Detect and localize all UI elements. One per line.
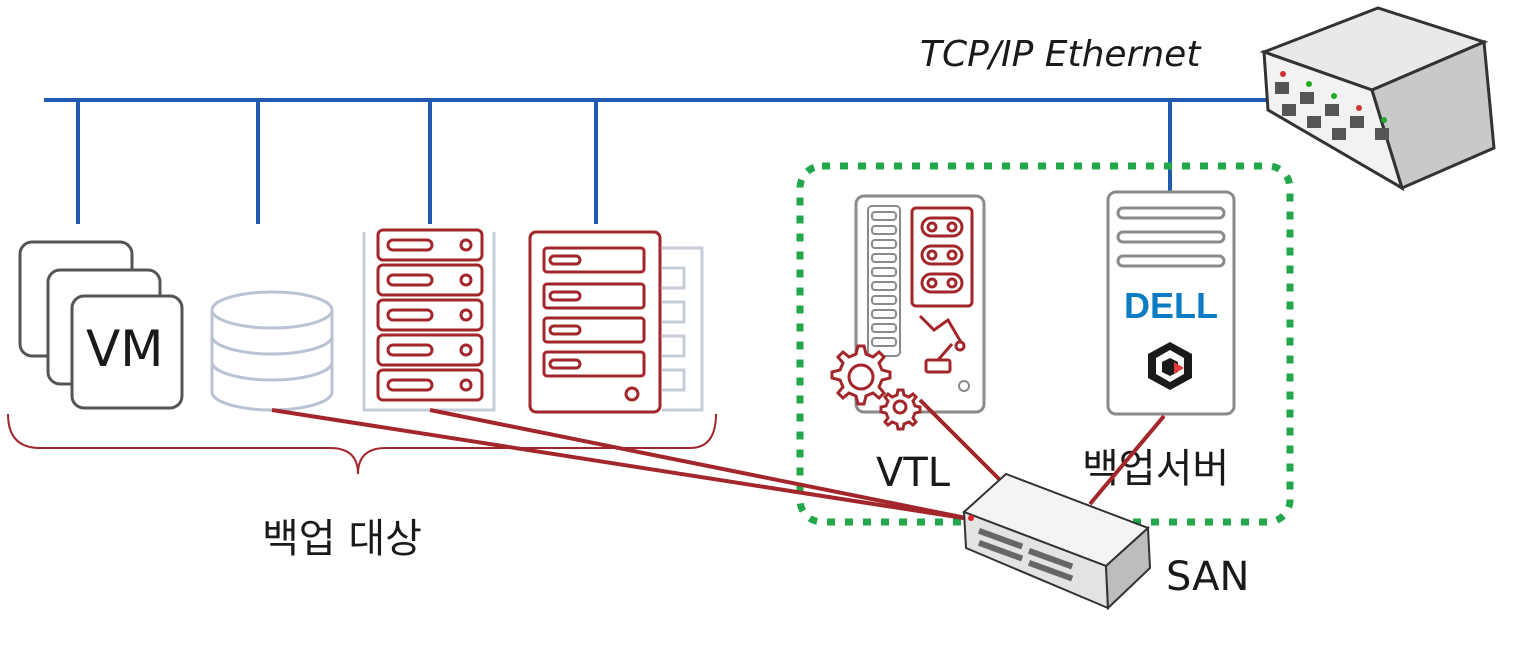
software-logo-icon	[1148, 342, 1192, 390]
dell-server-icon: DELL	[1106, 190, 1236, 416]
rack-server-icon	[362, 228, 496, 412]
database-icon	[210, 290, 334, 412]
vm-label: VM	[86, 320, 163, 378]
vtl-library-icon	[854, 194, 986, 414]
gear-icon	[830, 344, 922, 431]
storage-array-icon	[528, 230, 704, 414]
vm-stack-icon	[18, 240, 184, 410]
vtl-label: VTL	[876, 450, 951, 496]
ethernet-bus	[44, 98, 1290, 224]
san-label: SAN	[1166, 554, 1249, 600]
dell-logo: DELL	[1124, 285, 1218, 326]
san-links	[271, 398, 1166, 522]
ethernet-switch-icon	[1259, 6, 1496, 192]
san-switch-icon	[962, 472, 1152, 611]
backup-targets-label: 백업 대상	[262, 516, 422, 562]
backup-targets-brace	[7, 413, 717, 475]
ethernet-label: TCP/IP Ethernet	[920, 34, 1202, 75]
